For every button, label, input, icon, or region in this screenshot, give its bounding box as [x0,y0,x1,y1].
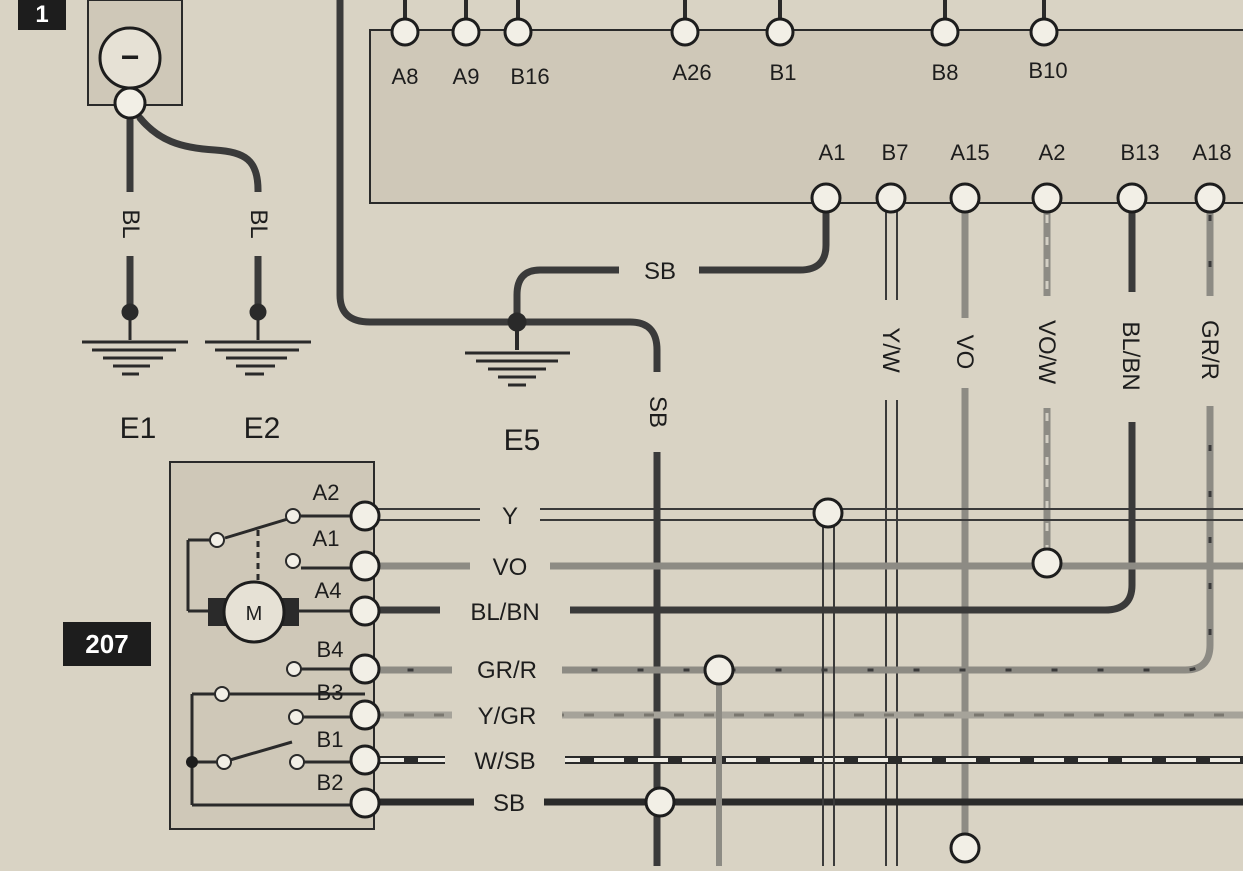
ecu-top-pin-b1 [765,17,795,47]
connector-pin-b2-label: B2 [317,770,344,795]
fuse-terminal [113,86,147,120]
fuse-symbol: − [121,39,140,75]
ecu-bottom-pin-a1 [810,182,842,214]
wire-blbn-vertical-label: BL/BN [1117,321,1144,390]
ground-e5-symbol [465,312,570,387]
wire-ygr-label: Y/GR [478,703,537,730]
wire-sb-label: SB [493,790,525,817]
wire-grr-label: GR/R [477,657,537,684]
wire-y-branch [822,525,835,866]
connector-pin-b3-label: B3 [317,680,344,705]
ecu-top-pin-b8 [930,17,960,47]
splice-vo [1031,547,1063,579]
wire-grr-vertical-label: GR/R [1196,320,1223,380]
ecu-bottom-pin-a15 [949,182,981,214]
ground-e2-symbol [205,303,311,376]
ecu-bottom-pin-b13 [1116,182,1148,214]
ecu-bottom-pin-a18-label: A18 [1192,140,1231,165]
wire-blbn [374,210,1136,614]
connector-pin-a1-label: A1 [313,526,340,551]
motor-icon [222,580,286,644]
connector-pin-b1-label: B1 [317,727,344,752]
ecu-bottom-pin-a2-label: A2 [1039,140,1066,165]
wire-sb-horizontal-label: SB [644,258,676,285]
wire-e2 [136,114,262,314]
ground-e5-label: E5 [504,424,541,457]
ecu-top-pin-a9 [451,17,481,47]
motor-terminal-right [281,598,299,626]
wire-e1-label: BL [117,209,144,238]
ecu-top-pin-b10-label: B10 [1028,58,1067,83]
motor-terminal-left [208,598,226,626]
connector-pin-a4 [349,595,381,627]
connector-pin-b4-label: B4 [317,637,344,662]
ecu-top-pin-b10 [1029,17,1059,47]
splice-y [812,497,844,529]
ecu-bottom-pin-a18 [1194,182,1226,214]
connector-pin-a1 [349,550,381,582]
wire-vo-label: VO [493,554,528,581]
connector-pin-b4 [349,653,381,685]
wire-y-label: Y [502,503,518,530]
splice-sb [644,786,676,818]
wire-ground-loop [336,0,661,870]
ecu-bottom-pin-b7 [875,182,907,214]
ecu-bottom-pin-b13-label: B13 [1120,140,1159,165]
wire-grr [374,210,1214,674]
tag-1 [18,0,66,30]
wire-blbn-label: BL/BN [470,599,539,626]
ecu-bottom-pin-a2 [1031,182,1063,214]
splice-grr [703,654,735,686]
wire-yw-label: Y/W [877,327,904,373]
wire-vo-vertical-label: VO [951,335,978,370]
ecu-bottom-pin-b7-label: B7 [882,140,909,165]
connector-pin-a2 [349,500,381,532]
wire-wsb-label: W/SB [474,748,535,775]
tag-1-label: 1 [35,1,48,28]
connector-pin-b2 [349,787,381,819]
ecu-bottom-pin-a15-label: A15 [950,140,989,165]
tag-207 [63,622,151,666]
connector-pin-b3 [349,699,381,731]
motor-symbol: M [246,603,263,625]
connector-pin-b1 [349,744,381,776]
ground-e1-label: E1 [120,412,157,445]
ecu-top-pin-a26 [670,17,700,47]
connector-pin-a4-label: A4 [315,578,342,603]
ecu-top-pin-a8 [390,17,420,47]
wire-e2-label: BL [245,209,272,238]
splice-vo-bottom [949,832,981,864]
ecu-bottom-pin-a1-label: A1 [819,140,846,165]
ecu-block [369,29,1243,204]
ecu-top-pin-b8-label: B8 [932,60,959,85]
ecu-top-pin-a9-label: A9 [453,64,480,89]
ground-e2-label: E2 [244,412,281,445]
wire-vow-label: VO/W [1033,320,1060,384]
connector-pin-a2-label: A2 [313,480,340,505]
ecu-top-pin-b1-label: B1 [770,60,797,85]
ecu-top-pin-a26-label: A26 [672,60,711,85]
ground-e1-symbol [82,303,188,376]
ecu-top-pin-a8-label: A8 [392,64,419,89]
wire-sb-vertical-label: SB [644,396,671,428]
ecu-top-pin-b16 [503,17,533,47]
ecu-top-pin-b16-label: B16 [510,64,549,89]
tag-207-label: 207 [85,629,128,659]
